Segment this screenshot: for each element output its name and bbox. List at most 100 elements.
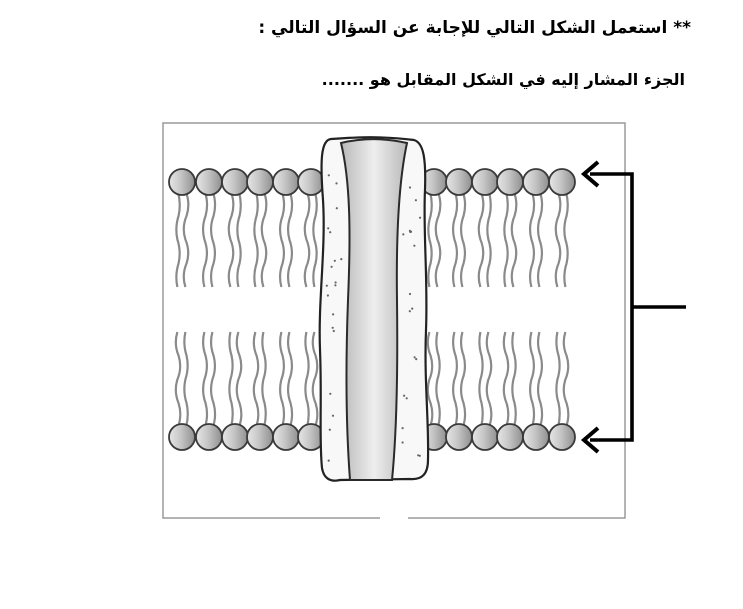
phospholipid-head — [221, 423, 249, 451]
protein-speckle — [327, 227, 330, 230]
lipid-tail — [261, 331, 267, 428]
protein-speckle — [401, 441, 404, 444]
lipid-tail — [562, 331, 570, 428]
lipid-tail — [554, 191, 562, 288]
lipid-tail — [459, 331, 467, 428]
phospholipid-head — [272, 423, 300, 451]
phospholipid-head — [297, 168, 325, 196]
lipid-tail — [201, 191, 209, 288]
protein-speckle — [408, 186, 412, 189]
phospholipid-head — [168, 168, 196, 196]
phospholipid-head — [221, 168, 249, 196]
lipid-tail — [279, 331, 286, 428]
upper-arrowhead — [580, 160, 600, 188]
protein-speckle — [334, 284, 337, 287]
phospholipid-head — [522, 423, 550, 451]
phospholipid-head — [445, 423, 473, 451]
protein-speckle — [325, 284, 328, 287]
lipid-tail — [252, 331, 260, 428]
protein-speckle — [413, 244, 416, 247]
protein-speckle — [414, 199, 417, 202]
protein-speckle — [408, 292, 412, 296]
protein-speckle — [411, 307, 414, 310]
protein-speckle — [330, 265, 333, 268]
lipid-tail — [236, 191, 242, 288]
protein-speckle — [401, 427, 404, 430]
phospholipid-head — [195, 168, 223, 196]
protein-speckle — [408, 310, 411, 313]
protein-speckle — [413, 356, 416, 359]
question-instruction: ** استعمل الشكل التالي للإجابة عن السؤال… — [258, 18, 691, 38]
pointer-arrow — [580, 160, 686, 454]
phospholipid-head — [195, 423, 223, 451]
lipid-tail — [182, 191, 190, 288]
lipid-tail — [228, 331, 234, 428]
protein-speckle — [417, 454, 420, 457]
lipid-tail — [451, 191, 459, 288]
protein-speckle — [419, 216, 422, 219]
lipid-tail — [503, 191, 509, 288]
lipid-tail — [175, 191, 181, 288]
phospholipid-head — [272, 168, 300, 196]
lipid-tail — [286, 191, 294, 288]
protein-speckle — [409, 230, 412, 234]
protein-speckle — [402, 233, 405, 236]
protein-speckle — [335, 207, 338, 210]
protein-dots — [325, 174, 422, 462]
protein-speckle — [405, 397, 408, 400]
protein-speckle — [340, 258, 343, 261]
upper-layer-tails — [175, 191, 569, 288]
phospholipid-head — [246, 168, 274, 196]
question-prompt: الجزء المشار إليه في الشكل المقابل هو ..… — [321, 70, 685, 89]
lipid-tail — [486, 191, 492, 288]
phospholipid-head — [246, 423, 274, 451]
phospholipid-head — [471, 423, 499, 451]
lipid-tail — [434, 191, 442, 288]
lipid-tail — [312, 191, 318, 288]
lipid-tail — [183, 331, 189, 428]
upper-layer-heads — [168, 168, 576, 196]
protein-speckle — [326, 294, 329, 297]
channel-protein — [318, 136, 430, 482]
protein-speckle — [328, 428, 331, 431]
phospholipid-head — [548, 423, 576, 451]
lipid-tail — [536, 331, 544, 428]
protein-speckle — [327, 174, 330, 177]
lower-layer-heads — [168, 423, 576, 451]
lipid-tail — [459, 191, 467, 288]
lipid-tail — [502, 331, 510, 428]
lipid-tail — [209, 331, 217, 428]
lipid-tail — [511, 331, 517, 428]
protein-speckle — [329, 231, 332, 234]
protein-speckle — [335, 182, 338, 185]
lipid-tail — [209, 191, 217, 288]
phospholipid-head — [471, 168, 499, 196]
protein-speckle — [329, 392, 332, 395]
protein-speckle — [332, 313, 335, 316]
protein-speckle — [334, 281, 337, 284]
protein-speckle — [333, 259, 336, 262]
protein-speckle — [332, 329, 335, 333]
protein-speckle — [331, 326, 334, 329]
lipid-tail — [426, 331, 434, 428]
lipid-tail — [427, 191, 433, 288]
phospholipid-head — [548, 168, 576, 196]
protein-speckle — [403, 394, 406, 397]
lipid-tail — [529, 331, 536, 428]
lipid-tail — [555, 331, 561, 428]
frame-gap — [380, 513, 408, 523]
lipid-tail — [286, 331, 294, 428]
phospholipid-head — [496, 423, 524, 451]
phospholipid-head — [168, 423, 196, 451]
lower-arrowhead — [580, 426, 600, 454]
lipid-tail — [174, 331, 182, 428]
lipid-tail — [260, 191, 268, 288]
lipid-tail — [278, 191, 286, 288]
lipid-tail — [563, 191, 569, 288]
lipid-tail — [235, 331, 243, 428]
lower-layer-tails — [174, 331, 570, 428]
lipid-tail — [478, 331, 484, 428]
protein-speckle — [327, 459, 330, 462]
lipid-tail — [452, 331, 459, 428]
lipid-tail — [485, 331, 493, 428]
